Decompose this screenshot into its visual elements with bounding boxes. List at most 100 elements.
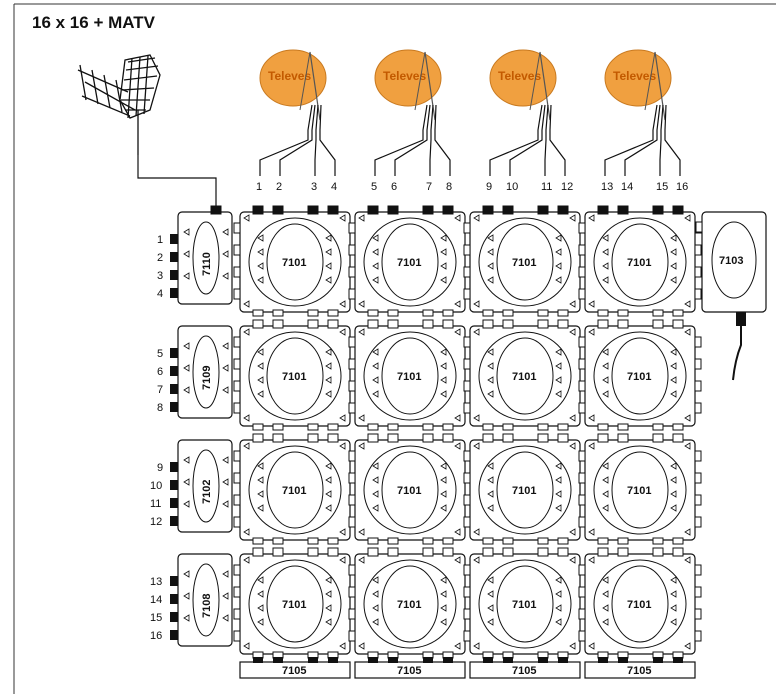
input-number: 16 xyxy=(676,181,688,193)
output-port[interactable] xyxy=(170,384,178,394)
lnb-cables xyxy=(489,104,566,176)
multiswitch-7101: 7101 xyxy=(463,433,587,545)
dish-brand-label: Televes xyxy=(613,69,656,83)
output-port[interactable] xyxy=(170,402,178,412)
input-number: 6 xyxy=(391,181,397,193)
input-number: 3 xyxy=(311,181,317,193)
terminator-7105: 7105 xyxy=(354,657,466,679)
multiswitch-7101: 7101 xyxy=(348,433,472,545)
multiswitch-label: 7101 xyxy=(397,371,421,383)
multiswitch-label: 7101 xyxy=(512,599,536,611)
output-block-7102: 7102 9 10 11 12 xyxy=(150,439,233,533)
input-number: 11 xyxy=(541,181,552,193)
input-number: 4 xyxy=(331,181,337,193)
output-number: 6 xyxy=(157,366,163,378)
output-number: 11 xyxy=(150,498,161,510)
output-port[interactable] xyxy=(170,270,178,280)
multiswitch-label: 7101 xyxy=(397,257,421,269)
multiswitch-label: 7101 xyxy=(397,485,421,497)
output-port[interactable] xyxy=(170,594,178,604)
multiswitch-7101: 7101 xyxy=(233,205,357,317)
multiswitch-7101: 7101 xyxy=(463,547,587,659)
output-number: 3 xyxy=(157,270,163,282)
power-supply-label: 7103 xyxy=(719,255,743,267)
terminator-label: 7105 xyxy=(282,665,306,677)
lnb-cables xyxy=(604,104,681,176)
output-block-label: 7102 xyxy=(201,480,213,504)
output-number: 9 xyxy=(157,462,163,474)
output-port[interactable] xyxy=(170,462,178,472)
output-number: 4 xyxy=(157,288,163,300)
power-cable xyxy=(732,326,742,381)
multiswitch-7101: 7101 xyxy=(578,433,702,545)
terminator-7105: 7105 xyxy=(584,657,696,679)
satellite-dish-icon: Televes 1 2 3 4 xyxy=(256,49,337,193)
output-number: 16 xyxy=(150,630,162,642)
multiswitch-7101: 7101 xyxy=(348,319,472,431)
input-number: 12 xyxy=(561,181,573,193)
multiswitch-7101: 7101 xyxy=(233,319,357,431)
input-number: 14 xyxy=(621,181,633,193)
output-port[interactable] xyxy=(170,366,178,376)
input-number: 10 xyxy=(506,181,518,193)
output-port[interactable] xyxy=(170,516,178,526)
terminator-label: 7105 xyxy=(627,665,651,677)
multiswitch-label: 7101 xyxy=(282,371,306,383)
multiswitch-7101: 7101 xyxy=(233,547,357,659)
output-number: 7 xyxy=(157,384,163,396)
multiswitch-label: 7101 xyxy=(282,485,306,497)
input-number: 1 xyxy=(256,181,262,193)
lnb-cables xyxy=(259,104,336,176)
power-supply-7103: 7103 xyxy=(695,211,767,381)
input-number: 9 xyxy=(486,181,492,193)
terminator-label: 7105 xyxy=(512,665,536,677)
multiswitch-label: 7101 xyxy=(627,599,651,611)
multiswitch-label: 7101 xyxy=(627,257,651,269)
output-port[interactable] xyxy=(170,498,178,508)
output-port[interactable] xyxy=(170,252,178,262)
multiswitch-7101: 7101 xyxy=(578,319,702,431)
output-port[interactable] xyxy=(170,234,178,244)
multiswitch-7101: 7101 xyxy=(463,205,587,317)
multiswitch-label: 7101 xyxy=(627,371,651,383)
terminator-7105: 7105 xyxy=(469,657,581,679)
satellite-dish-icon: Televes 13 14 15 16 xyxy=(601,49,688,193)
dish-brand-label: Televes xyxy=(268,69,311,83)
output-number: 13 xyxy=(150,576,162,588)
multiswitch-label: 7101 xyxy=(512,485,536,497)
multiswitch-7101: 7101 xyxy=(578,205,702,317)
output-port[interactable] xyxy=(170,612,178,622)
input-number: 15 xyxy=(656,181,668,193)
input-number: 8 xyxy=(446,181,452,193)
input-number: 5 xyxy=(371,181,377,193)
multiswitch-label: 7101 xyxy=(282,257,306,269)
output-port[interactable] xyxy=(170,348,178,358)
output-port[interactable] xyxy=(170,576,178,586)
multiswitch-7101: 7101 xyxy=(348,205,472,317)
multiswitch-label: 7101 xyxy=(627,485,651,497)
terminator-label: 7105 xyxy=(397,665,421,677)
terrestrial-antenna-icon xyxy=(77,54,161,155)
output-block-label: 7109 xyxy=(201,366,213,390)
output-number: 2 xyxy=(157,252,163,264)
output-number: 10 xyxy=(150,480,162,492)
multiswitch-label: 7101 xyxy=(282,599,306,611)
lnb-cables xyxy=(374,104,451,176)
multiswitch-label: 7101 xyxy=(512,371,536,383)
output-port[interactable] xyxy=(170,630,178,640)
output-number: 12 xyxy=(150,516,162,528)
multiswitch-7101: 7101 xyxy=(348,547,472,659)
output-number: 8 xyxy=(157,402,163,414)
output-port[interactable] xyxy=(170,288,178,298)
input-number: 2 xyxy=(276,181,282,193)
output-block-label: 7110 xyxy=(201,252,213,276)
output-port[interactable] xyxy=(170,480,178,490)
input-number: 7 xyxy=(426,181,432,193)
input-number: 13 xyxy=(601,181,613,193)
